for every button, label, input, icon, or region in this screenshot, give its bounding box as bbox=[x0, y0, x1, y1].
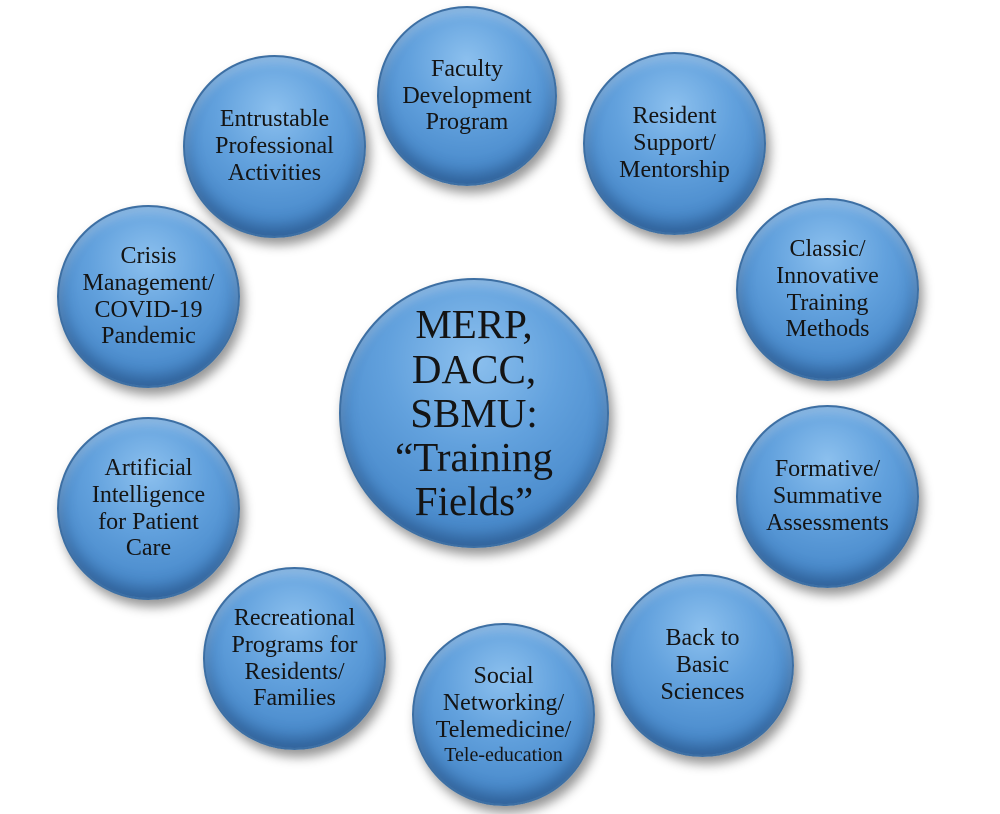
field-label-line: Activities bbox=[227, 159, 322, 186]
field-label-line: Mentorship bbox=[619, 156, 730, 183]
field-label-line: Innovative bbox=[776, 262, 879, 289]
field-label-line: Training bbox=[786, 289, 869, 316]
field-label-line: Faculty bbox=[431, 55, 503, 82]
field-label-line: Program bbox=[425, 109, 509, 136]
field-label-line: Professional bbox=[215, 133, 334, 160]
field-label-line: Telemedicine/ bbox=[435, 716, 572, 743]
field-circle-social-networking: Social Networking/ Telemedicine/ Tele-ed… bbox=[412, 623, 595, 806]
field-circle-entrustable-activities: Entrustable Professional Activities bbox=[183, 55, 366, 238]
center-line: Fields” bbox=[414, 478, 534, 525]
field-circle-resident-support: Resident Support/ Mentorship bbox=[583, 52, 766, 235]
field-label-line: Pandemic bbox=[101, 323, 196, 350]
field-label-line: Intelligence bbox=[91, 481, 206, 508]
field-circle-crisis-management: Crisis Management/ COVID-19 Pandemic bbox=[57, 205, 240, 388]
center-line: “Training bbox=[395, 434, 553, 481]
central-hub-circle: MERP, DACC, SBMU: “Training Fields” bbox=[339, 278, 609, 548]
field-label-line: Development bbox=[402, 82, 532, 109]
field-circle-faculty-development: Faculty Development Program bbox=[377, 6, 557, 186]
field-label-line: Entrustable bbox=[219, 106, 330, 133]
field-label-line: Basic bbox=[675, 652, 730, 679]
field-label-line: Families bbox=[253, 685, 336, 712]
field-label-line: Back to bbox=[665, 625, 740, 652]
field-circle-training-methods: Classic/ Innovative Training Methods bbox=[736, 198, 919, 381]
field-label-line: Classic/ bbox=[789, 235, 866, 262]
field-label-line: Summative bbox=[772, 483, 883, 510]
field-circle-artificial-intelligence: Artificial Intelligence for Patient Care bbox=[57, 417, 240, 600]
field-label-line: Social bbox=[473, 662, 534, 689]
field-label-line: Assessments bbox=[766, 509, 889, 536]
center-line: MERP, bbox=[415, 301, 533, 348]
center-line: DACC, bbox=[411, 345, 537, 392]
field-label-line: Sciences bbox=[660, 678, 745, 705]
field-label-line: Crisis bbox=[120, 242, 177, 269]
field-label-line: Networking/ bbox=[442, 689, 565, 716]
field-label-line: Methods bbox=[785, 316, 870, 343]
center-line: SBMU: bbox=[410, 389, 538, 436]
field-circle-recreational-programs: Recreational Programs for Residents/ Fam… bbox=[203, 567, 386, 750]
field-circle-assessments: Formative/ Summative Assessments bbox=[736, 405, 919, 588]
field-circle-basic-sciences: Back to Basic Sciences bbox=[611, 574, 794, 757]
field-label-line: COVID-19 bbox=[94, 296, 203, 323]
field-label-line: Residents/ bbox=[244, 658, 345, 685]
field-label-line: Support/ bbox=[633, 130, 716, 157]
field-label-line: Recreational bbox=[233, 604, 356, 631]
field-label-line: Resident bbox=[632, 103, 717, 130]
field-label-line: for Patient bbox=[98, 508, 199, 535]
field-label-line: Artificial bbox=[104, 454, 193, 481]
field-label-line: Programs for bbox=[231, 631, 358, 658]
field-label-line: Management/ bbox=[82, 269, 215, 296]
field-label-line: Tele-education bbox=[444, 743, 563, 766]
field-label-line: Care bbox=[125, 535, 172, 562]
field-label-line: Formative/ bbox=[774, 456, 881, 483]
